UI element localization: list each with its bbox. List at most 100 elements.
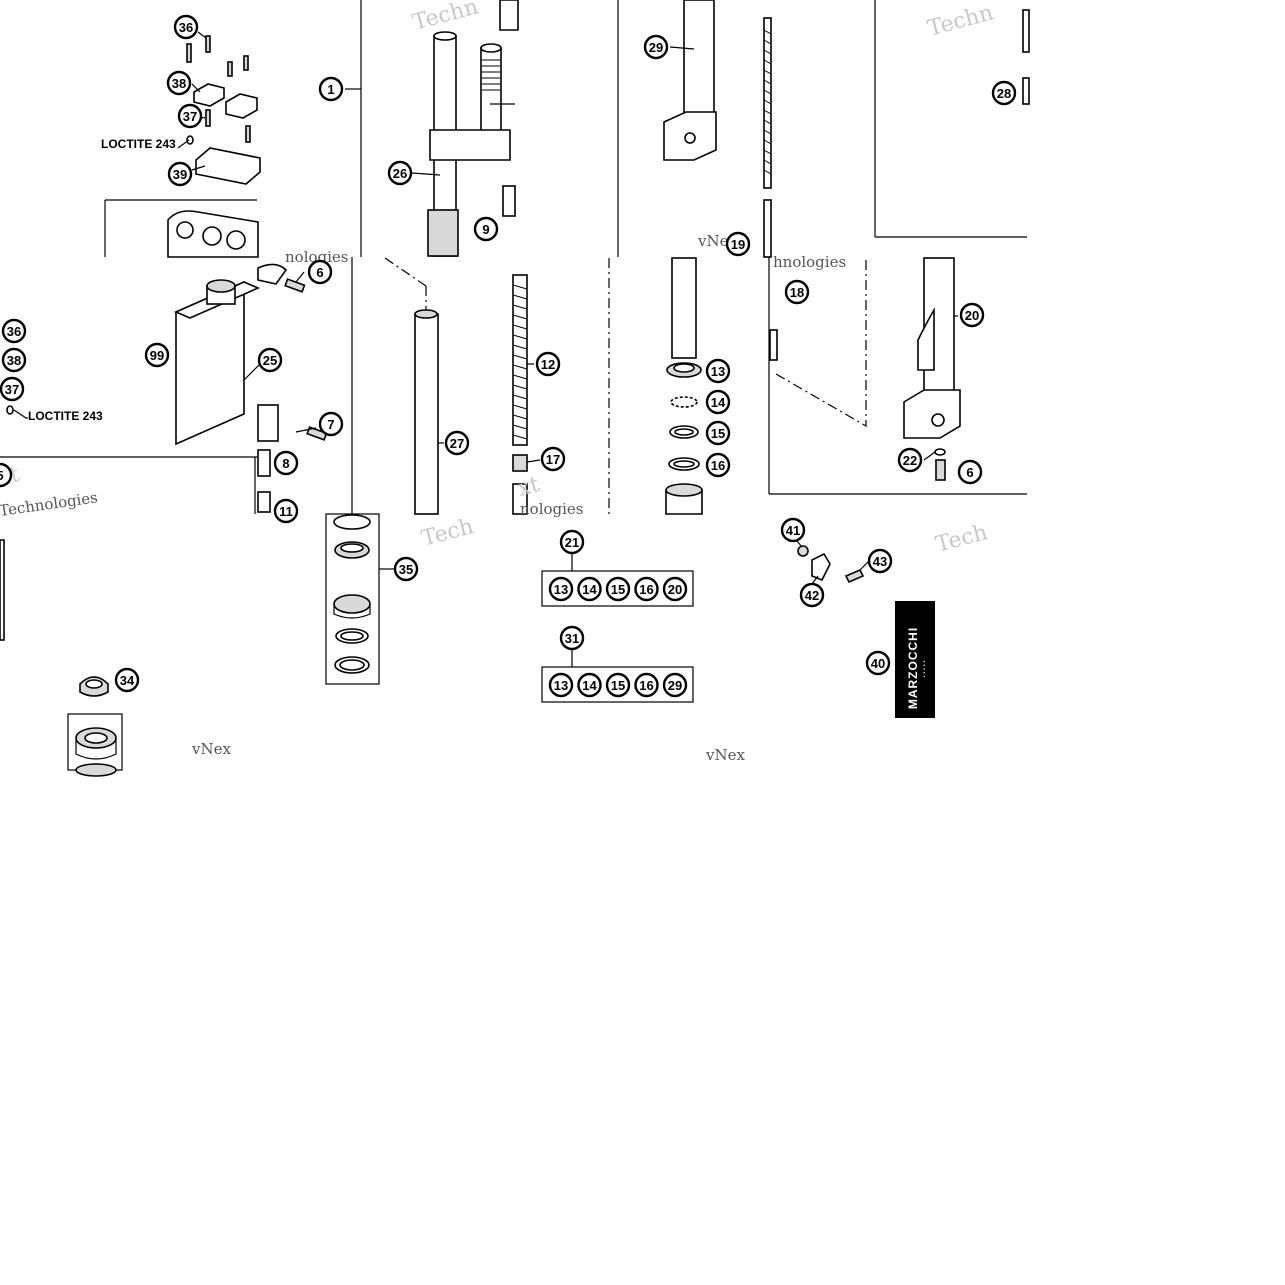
leader-26 — [411, 172, 441, 176]
bearing-set — [75, 727, 117, 777]
leader-43 — [859, 561, 869, 571]
kit-21-box — [541, 570, 694, 607]
callout-29: 29 — [643, 34, 669, 60]
loctite-note: LOCTITE 243 — [101, 137, 176, 151]
callout-11: 11 — [273, 498, 299, 524]
callout-18: 18 — [784, 279, 810, 305]
leader-17 — [526, 459, 541, 463]
svg-text:20: 20 — [668, 582, 682, 597]
svg-text:40: 40 — [871, 656, 885, 671]
part-28-body — [1022, 77, 1030, 105]
callout-21: 21 — [559, 529, 585, 555]
svg-text:36: 36 — [179, 20, 193, 35]
svg-text:8: 8 — [282, 456, 289, 471]
callout-12: 12 — [535, 351, 561, 377]
svg-text:vNex: vNex — [191, 740, 231, 758]
callout-36: 36 — [173, 14, 199, 40]
svg-text:15: 15 — [711, 426, 725, 441]
callout-20: 20 — [662, 576, 688, 602]
svg-text:25: 25 — [263, 353, 277, 368]
callout-14: 14 — [577, 576, 602, 602]
oil-bottle-group — [6, 263, 328, 513]
svg-text:39: 39 — [173, 167, 187, 182]
loctite-note-2: LOCTITE 243 — [28, 409, 103, 423]
svg-text:29: 29 — [668, 678, 682, 693]
svg-text:7: 7 — [327, 417, 334, 432]
part-28-edge — [1022, 9, 1030, 53]
leader-7 — [295, 427, 317, 433]
callout-37: 37 — [0, 376, 25, 402]
leader-22 — [923, 451, 936, 461]
svg-text:17: 17 — [546, 452, 560, 467]
svg-text:Tech: Tech — [933, 520, 990, 558]
watermarks: Techn Techn vNe hnologies nologies xt Te… — [0, 0, 996, 764]
callout-99: 99 — [144, 342, 170, 368]
callout-31: 31 — [559, 625, 585, 651]
callout-41: 41 — [780, 517, 806, 543]
seal-stack-group — [665, 257, 703, 515]
svg-text:27: 27 — [450, 436, 464, 451]
svg-text:13: 13 — [711, 364, 725, 379]
callout-42: 42 — [799, 582, 825, 608]
svg-text:vNe: vNe — [697, 232, 729, 250]
leader-42 — [811, 575, 819, 585]
svg-text:43: 43 — [873, 554, 887, 569]
svg-text:16: 16 — [639, 582, 653, 597]
callout-39: 39 — [167, 161, 193, 187]
svg-text:•••••: ••••• — [922, 659, 928, 678]
svg-text:14: 14 — [582, 678, 597, 693]
spring-12-group — [512, 258, 610, 515]
callout-6: 6 — [957, 459, 983, 485]
callout-14: 14 — [705, 389, 731, 415]
callout-8: 8 — [273, 450, 299, 476]
svg-text:38: 38 — [7, 353, 21, 368]
callout-37: 37 — [177, 103, 203, 129]
leader-25 — [243, 363, 261, 381]
seal-kit-35 — [333, 514, 371, 674]
callout-43: 43 — [867, 548, 893, 574]
callout-29: 29 — [662, 672, 688, 698]
callout-34: 34 — [114, 667, 140, 693]
svg-text:16: 16 — [711, 458, 725, 473]
callout-17: 17 — [540, 446, 566, 472]
bleed-screw-group — [797, 545, 865, 584]
svg-text:6: 6 — [966, 465, 973, 480]
svg-text:29: 29 — [649, 40, 663, 55]
svg-text:Tech: Tech — [419, 514, 476, 552]
svg-text:9: 9 — [482, 222, 489, 237]
svg-text:hnologies: hnologies — [773, 253, 846, 271]
leader-29 — [669, 46, 695, 50]
svg-text:99: 99 — [150, 348, 164, 363]
tube-29-group — [663, 0, 772, 258]
marzocchi-decal: MARZOCCHI ••••• — [895, 601, 935, 718]
leader-41 — [796, 540, 803, 548]
svg-text:20: 20 — [965, 308, 979, 323]
svg-text:37: 37 — [183, 109, 197, 124]
callout-40: 40 — [865, 650, 891, 676]
svg-text:1: 1 — [327, 82, 334, 97]
svg-text:11: 11 — [279, 504, 293, 519]
callout-13: 13 — [548, 672, 574, 698]
callout-36: 36 — [1, 318, 27, 344]
callout-20: 20 — [959, 302, 985, 328]
svg-text:12: 12 — [541, 357, 555, 372]
svg-text:18: 18 — [790, 285, 804, 300]
part-34 — [79, 676, 109, 697]
svg-text:26: 26 — [393, 166, 407, 181]
svg-text:Techn: Techn — [410, 0, 481, 36]
svg-text:28: 28 — [997, 86, 1011, 101]
callout-6: 6 — [307, 259, 333, 285]
tube-27-group — [414, 309, 439, 515]
svg-text:5: 5 — [0, 468, 4, 483]
callout-38: 38 — [166, 70, 192, 96]
callout-5: 5 — [0, 462, 13, 488]
svg-text:14: 14 — [711, 395, 726, 410]
callout-38: 38 — [1, 347, 27, 373]
leader-6a — [295, 271, 305, 283]
callout-16: 16 — [634, 672, 659, 698]
callout-13: 13 — [705, 358, 731, 384]
callout-16: 16 — [705, 452, 731, 478]
svg-text:22: 22 — [903, 453, 917, 468]
svg-text:38: 38 — [172, 76, 186, 91]
